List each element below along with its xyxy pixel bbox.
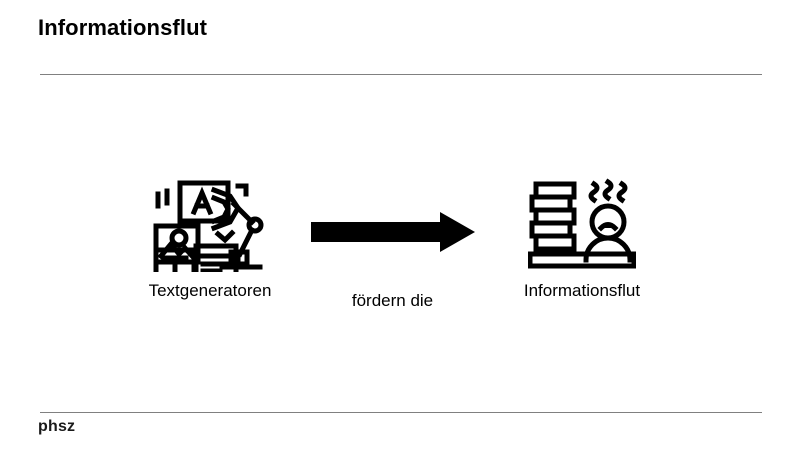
diagram-relation-label: fördern die: [351, 291, 434, 310]
diagram-node-label-source: Textgeneratoren: [148, 281, 272, 300]
page-title: Informationsflut: [38, 15, 208, 40]
diagram-node-label-target: Informationsflut: [523, 281, 641, 300]
diagram-node-textgeneratoren: Textgeneratoren: [128, 178, 292, 301]
stressed-person-paper-stack-icon: [498, 178, 666, 277]
right-arrow-icon: [300, 210, 485, 259]
diagram-relation: fördern die: [300, 210, 485, 311]
footer-divider: [40, 412, 762, 413]
footer-brand: phsz: [38, 418, 76, 435]
title-divider: [40, 74, 762, 75]
diagram-node-informationsflut: Informationsflut: [498, 178, 666, 301]
robot-arm-content-generator-icon: [128, 178, 292, 285]
diagram-stage: Textgeneratoren fördern die: [0, 150, 800, 320]
